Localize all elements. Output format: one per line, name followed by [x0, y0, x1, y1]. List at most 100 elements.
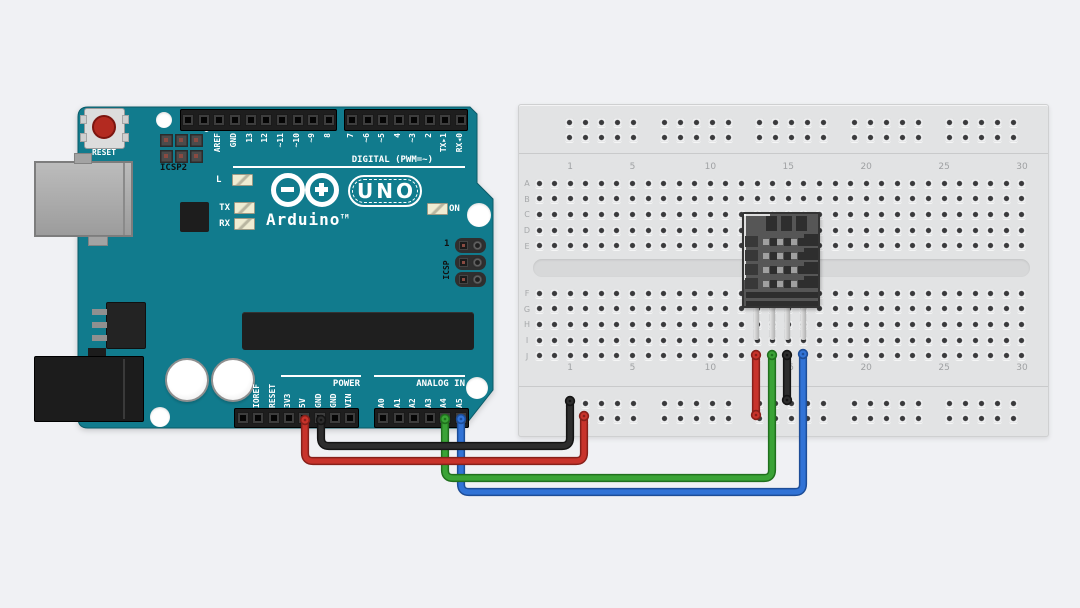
breadboard-rail-hole[interactable]: [993, 117, 1003, 127]
breadboard-hole[interactable]: [659, 194, 669, 204]
breadboard-hole[interactable]: [846, 209, 856, 219]
breadboard-hole[interactable]: [970, 288, 980, 298]
breadboard-rail-hole[interactable]: [1009, 398, 1019, 408]
breadboard-hole[interactable]: [1017, 194, 1027, 204]
breadboard-hole[interactable]: [861, 319, 871, 329]
breadboard-rail-hole[interactable]: [770, 117, 780, 127]
breadboard-rail-hole[interactable]: [629, 132, 639, 142]
breadboard-hole[interactable]: [877, 351, 887, 361]
breadboard-hole[interactable]: [752, 194, 762, 204]
breadboard-rail-hole[interactable]: [803, 132, 813, 142]
breadboard-hole[interactable]: [612, 288, 622, 298]
power-pin[interactable]: [298, 412, 311, 424]
breadboard-rail-hole[interactable]: [960, 132, 970, 142]
breadboard-hole[interactable]: [596, 304, 606, 314]
breadboard-hole[interactable]: [627, 241, 637, 251]
breadboard-hole[interactable]: [861, 288, 871, 298]
breadboard-rail-hole[interactable]: [944, 413, 954, 423]
breadboard-hole[interactable]: [690, 209, 700, 219]
breadboard-hole[interactable]: [534, 194, 544, 204]
breadboard-hole[interactable]: [830, 319, 840, 329]
breadboard-hole[interactable]: [830, 351, 840, 361]
breadboard-hole[interactable]: [1001, 304, 1011, 314]
breadboard-hole[interactable]: [659, 335, 669, 345]
breadboard-rail-hole[interactable]: [960, 117, 970, 127]
breadboard-hole[interactable]: [737, 304, 747, 314]
breadboard-rail-hole[interactable]: [786, 132, 796, 142]
breadboard-hole[interactable]: [768, 194, 778, 204]
breadboard-rail-hole[interactable]: [724, 117, 734, 127]
analog-pin[interactable]: [408, 412, 421, 424]
breadboard-hole[interactable]: [908, 351, 918, 361]
breadboard-rail-hole[interactable]: [865, 132, 875, 142]
breadboard-rail-hole[interactable]: [849, 413, 859, 423]
breadboard-hole[interactable]: [861, 178, 871, 188]
breadboard-hole[interactable]: [924, 225, 933, 235]
breadboard-hole[interactable]: [627, 304, 637, 314]
breadboard-hole[interactable]: [986, 209, 996, 219]
breadboard-hole[interactable]: [986, 178, 996, 188]
breadboard-rail-hole[interactable]: [754, 132, 764, 142]
breadboard-hole[interactable]: [783, 194, 793, 204]
breadboard-rail-hole[interactable]: [993, 413, 1003, 423]
breadboard-hole[interactable]: [939, 225, 949, 235]
breadboard-hole[interactable]: [783, 335, 793, 345]
breadboard-hole[interactable]: [643, 225, 653, 235]
breadboard-hole[interactable]: [612, 178, 622, 188]
analog-pin[interactable]: [439, 412, 452, 424]
breadboard-hole[interactable]: [955, 351, 965, 361]
breadboard-hole[interactable]: [550, 178, 560, 188]
breadboard-hole[interactable]: [846, 304, 856, 314]
breadboard-hole[interactable]: [581, 288, 591, 298]
breadboard-hole[interactable]: [674, 241, 684, 251]
breadboard-hole[interactable]: [627, 288, 637, 298]
breadboard-hole[interactable]: [861, 304, 871, 314]
breadboard-hole[interactable]: [659, 319, 669, 329]
breadboard-hole[interactable]: [690, 178, 700, 188]
breadboard-hole[interactable]: [877, 209, 887, 219]
breadboard-hole[interactable]: [846, 288, 856, 298]
breadboard-hole[interactable]: [596, 319, 606, 329]
breadboard-rail-hole[interactable]: [993, 398, 1003, 408]
breadboard-rail-hole[interactable]: [1009, 117, 1019, 127]
breadboard-rail-hole[interactable]: [914, 398, 924, 408]
digital-pin[interactable]: [229, 114, 241, 126]
breadboard-hole[interactable]: [612, 304, 622, 314]
breadboard-hole[interactable]: [565, 225, 575, 235]
power-pin[interactable]: [313, 412, 326, 424]
breadboard-hole[interactable]: [924, 304, 933, 314]
breadboard-hole[interactable]: [908, 288, 918, 298]
digital-pin[interactable]: [260, 114, 273, 126]
icsp2-pin[interactable]: [189, 149, 203, 163]
breadboard-hole[interactable]: [627, 319, 637, 329]
breadboard-hole[interactable]: [690, 288, 700, 298]
breadboard-hole[interactable]: [877, 288, 887, 298]
breadboard-hole[interactable]: [970, 304, 980, 314]
breadboard-hole[interactable]: [970, 241, 980, 251]
digital-pin[interactable]: [182, 114, 194, 126]
breadboard-hole[interactable]: [1001, 319, 1011, 329]
breadboard-rail-hole[interactable]: [580, 117, 590, 127]
breadboard-hole[interactable]: [737, 319, 747, 329]
breadboard-rail-hole[interactable]: [865, 413, 875, 423]
breadboard-hole[interactable]: [830, 178, 840, 188]
breadboard-rail-hole[interactable]: [708, 132, 718, 142]
breadboard-hole[interactable]: [861, 225, 871, 235]
breadboard-hole[interactable]: [830, 209, 840, 219]
breadboard-hole[interactable]: [1001, 178, 1011, 188]
breadboard-hole[interactable]: [1001, 351, 1011, 361]
breadboard-hole[interactable]: [565, 335, 575, 345]
digital-pin[interactable]: [423, 114, 436, 126]
breadboard-hole[interactable]: [705, 178, 715, 188]
breadboard-hole[interactable]: [565, 304, 575, 314]
breadboard-hole[interactable]: [643, 319, 653, 329]
breadboard-hole[interactable]: [721, 178, 731, 188]
breadboard-hole[interactable]: [643, 209, 653, 219]
breadboard-hole[interactable]: [814, 304, 824, 314]
breadboard-hole[interactable]: [939, 335, 949, 345]
breadboard-hole[interactable]: [955, 209, 965, 219]
breadboard-hole[interactable]: [721, 241, 731, 251]
breadboard-hole[interactable]: [908, 319, 918, 329]
digital-pin[interactable]: [454, 114, 467, 126]
breadboard-hole[interactable]: [892, 225, 902, 235]
